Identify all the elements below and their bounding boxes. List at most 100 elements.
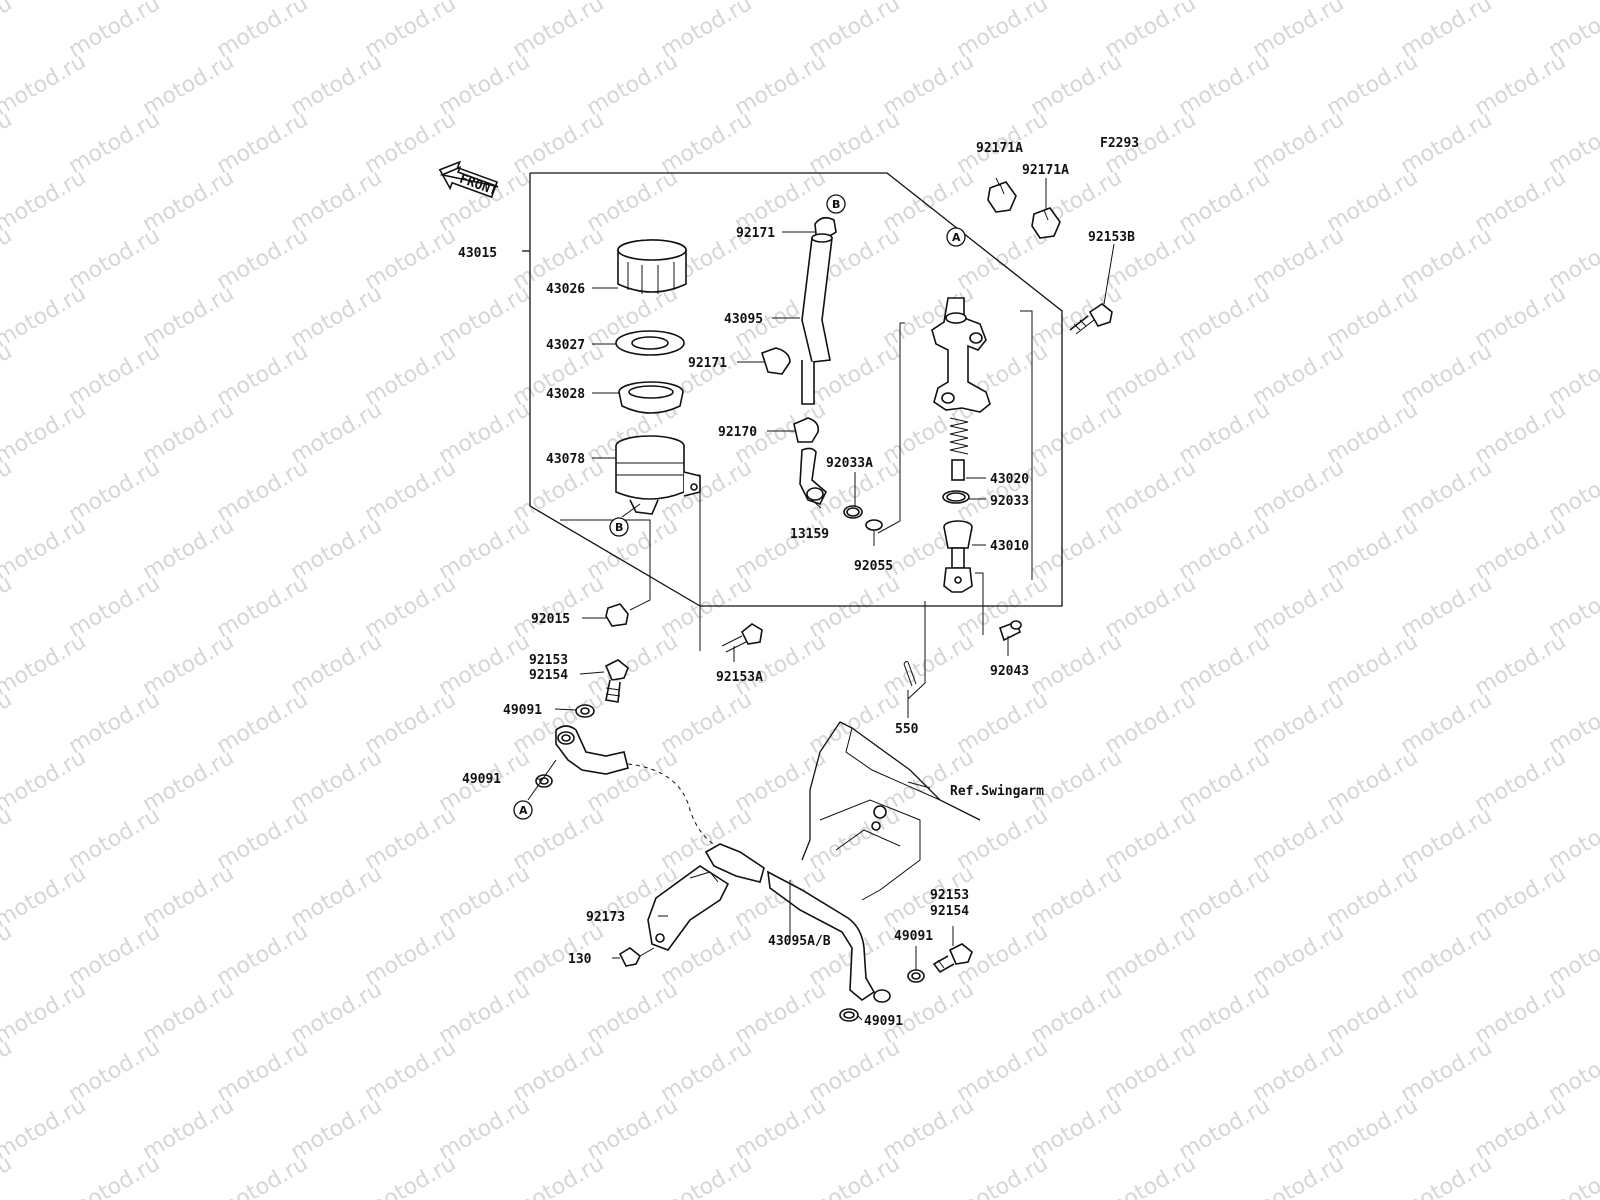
watermark-text: motod.ru: [0, 745, 90, 817]
part-labels: 43026 43015 43027 43028 43078 92015 9217…: [458, 141, 1135, 1029]
watermark-text: motod.ru: [0, 687, 16, 759]
watermark-text: motod.ru: [509, 1151, 609, 1200]
reservoir-tank-43078: [615, 435, 701, 515]
watermark-text: motod.ru: [0, 107, 16, 179]
hose-fitting-13159: [799, 447, 827, 505]
watermark-text: motod.ru: [0, 455, 16, 527]
figure-code: F2293: [1100, 136, 1139, 151]
brake-hose-43095AB: [627, 763, 891, 1003]
push-rod-43010: [943, 520, 973, 593]
watermark-text: motod.ru: [0, 1093, 90, 1165]
label-49091-a: 49091: [503, 703, 542, 718]
label-92055: 92055: [854, 559, 893, 574]
label-43028: 43028: [546, 387, 585, 402]
label-13159: 13159: [790, 527, 829, 542]
master-cylinder-body: [931, 297, 991, 413]
reservoir-hose-43095: [801, 233, 833, 405]
callout-b-2: B: [826, 194, 846, 214]
watermark-text: motod.ru: [0, 919, 16, 991]
watermark-text: motod.ru: [0, 49, 90, 121]
label-ref-swingarm: Ref.Swingarm: [950, 784, 1044, 799]
svg-text:A: A: [952, 231, 961, 244]
label-43026: 43026: [546, 282, 585, 297]
o-ring-92055: [865, 519, 883, 531]
pin-92043: [998, 620, 1022, 642]
watermark-text: motod.ru: [0, 1035, 16, 1107]
svg-text:B: B: [615, 521, 623, 534]
reservoir-cap-43026: [617, 239, 687, 294]
label-92043: 92043: [990, 664, 1029, 679]
banjo-fitting-upper: [555, 725, 629, 775]
hose-clamp-92171-mid: [761, 347, 791, 375]
washer-49091-d: [839, 1008, 859, 1022]
watermark-text: motod.ru: [361, 1151, 461, 1200]
piston-spring-43020: [949, 417, 969, 481]
watermark-text: motod.ru: [0, 0, 16, 63]
assembly-outline: [522, 172, 1063, 700]
watermark-text: motod.ru: [1249, 1151, 1349, 1200]
label-43010: 43010: [990, 539, 1029, 554]
swingarm-outline: [801, 721, 981, 901]
diaphragm-plate-43027: [615, 330, 685, 356]
o-ring-92033A: [843, 505, 863, 519]
label-92154-lower: 92154: [930, 904, 969, 919]
callout-a-2: A: [513, 800, 533, 820]
banjo-bolt-92153-upper: [604, 659, 629, 703]
washer-49091-a: [575, 704, 595, 718]
hose-clamp-92171A-2: [1031, 207, 1061, 239]
hose-clamp-92171A-1: [987, 181, 1017, 213]
watermark-text: motod.ru: [805, 1151, 905, 1200]
label-92171A-2: 92171A: [1022, 163, 1069, 178]
watermark-text: motod.ru: [953, 1151, 1053, 1200]
label-49091-c: 49091: [894, 929, 933, 944]
watermark-text: motod.ru: [0, 223, 16, 295]
label-43027: 43027: [546, 338, 585, 353]
label-92153B: 92153B: [1088, 230, 1135, 245]
label-92033A: 92033A: [826, 456, 873, 471]
label-92154-upper: 92154: [529, 668, 568, 683]
watermark-text: motod.ru: [0, 339, 16, 411]
label-43015: 43015: [458, 246, 497, 261]
watermark-text: motod.ru: [0, 803, 16, 875]
bolt-92153A: [721, 623, 763, 653]
watermark-text: motod.ru: [213, 1151, 313, 1200]
watermark-text: motod.ru: [0, 977, 90, 1049]
label-92171-top: 92171: [736, 226, 775, 241]
label-92033: 92033: [990, 494, 1029, 509]
watermark-text: motod.ru: [0, 513, 90, 585]
svg-text:A: A: [519, 804, 528, 817]
label-43095AB: 43095A/B: [768, 934, 831, 949]
watermark-text: motod.ru: [0, 397, 90, 469]
watermark-text: motod.ru: [657, 1151, 757, 1200]
washer-49091-c: [907, 969, 925, 983]
watermark-text: motod.ru: [0, 281, 90, 353]
leader-lines: [536, 177, 1115, 1021]
callout-b-1: B: [609, 517, 629, 537]
watermark-text: motod.ru: [65, 1151, 165, 1200]
watermark-text: motod.ru: [0, 629, 90, 701]
label-550: 550: [895, 722, 919, 737]
label-130: 130: [568, 952, 592, 967]
label-92173: 92173: [586, 910, 625, 925]
watermark-text: motod.ru: [1545, 1151, 1600, 1200]
watermark-text: motod.ru: [0, 0, 90, 5]
label-49091-b: 49091: [462, 772, 501, 787]
circlip-92033: [942, 490, 970, 504]
bolt-92153B: [1069, 303, 1113, 335]
label-43078: 43078: [546, 452, 585, 467]
label-43020: 43020: [990, 472, 1029, 487]
watermark-text: motod.ru: [0, 571, 16, 643]
front-arrow-icon: FRONT: [438, 160, 499, 199]
hose-guide-92173: [647, 865, 730, 951]
clamp-92015: [605, 603, 629, 627]
bolt-130: [618, 947, 655, 967]
watermark-text: motod.ru: [1397, 1151, 1497, 1200]
watermark-text: motod.ru: [0, 861, 90, 933]
cotter-pin-550: [903, 660, 917, 687]
label-92153-lower: 92153: [930, 888, 969, 903]
svg-text:B: B: [832, 198, 840, 211]
label-49091-d: 49091: [864, 1014, 903, 1029]
label-92170: 92170: [718, 425, 757, 440]
label-92153-upper: 92153: [529, 653, 568, 668]
